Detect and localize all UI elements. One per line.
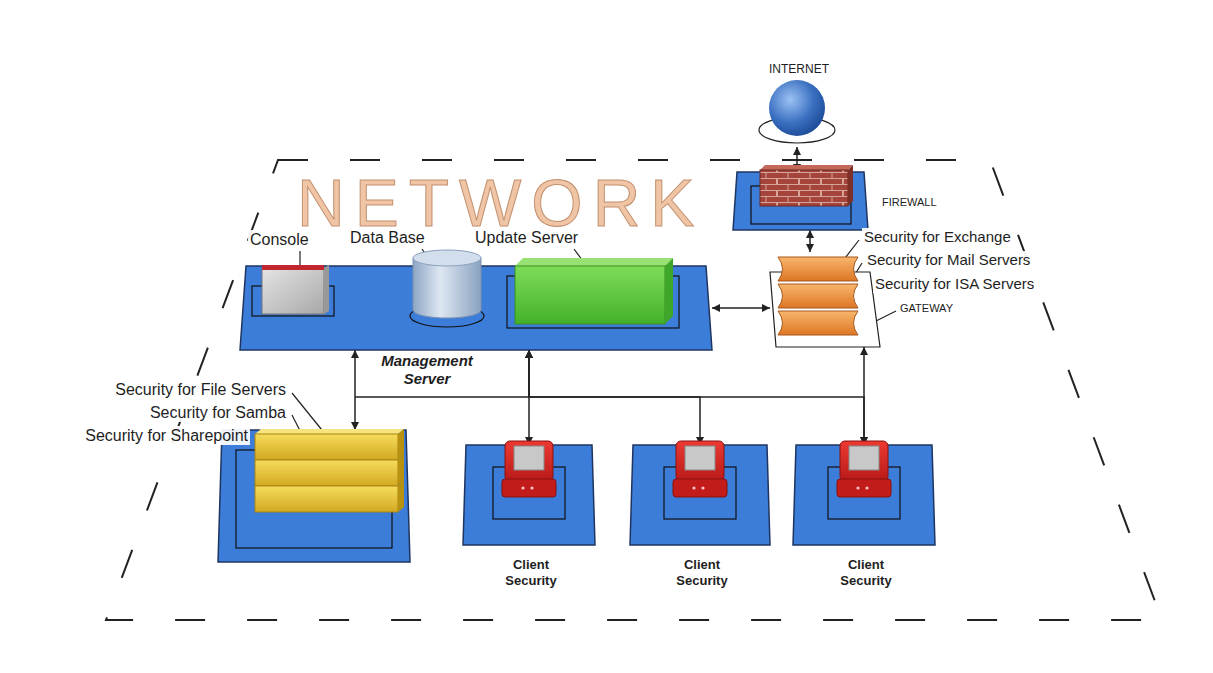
client-node: Client Security: [463, 445, 595, 545]
computer-base: [502, 479, 556, 497]
files-shape: [218, 430, 410, 562]
connector-line: [354, 350, 356, 430]
computer-body: [676, 441, 724, 481]
node-heading: GATEWAY: [898, 302, 955, 315]
leader-line: [874, 311, 896, 322]
connector-line: [809, 230, 811, 252]
node-label: Client Security: [489, 557, 573, 588]
node-label: Client Security: [660, 557, 744, 588]
database-shape: [410, 250, 484, 328]
connector-line: [712, 307, 770, 309]
blue-pad: [793, 445, 935, 545]
console-shape: [258, 262, 328, 318]
callout-label: Security for Sharepoint: [83, 426, 250, 445]
bar-side: [398, 481, 404, 512]
console-titlebar: [262, 265, 324, 270]
panel-heading: Management Server: [365, 352, 489, 388]
globe: [769, 80, 825, 136]
callout-label: Security for File Servers: [113, 380, 288, 399]
callout-label: Console: [248, 230, 311, 249]
computer-body: [840, 441, 888, 481]
bar-side: [398, 429, 404, 460]
brick-side: [848, 165, 853, 206]
management-panel: Management ServerConsoleData BaseUpdate …: [240, 266, 712, 350]
computer-screen: [685, 446, 715, 470]
gateway-slab: [778, 311, 858, 335]
database-node: Data Base: [410, 250, 484, 328]
blue-pad: [218, 430, 410, 562]
computer-led: [692, 486, 695, 489]
computer-base: [673, 479, 727, 497]
gateway-shape: [770, 252, 880, 347]
gateway-slab: [778, 284, 858, 308]
computer-led: [865, 486, 868, 489]
file-server-bar: [255, 434, 398, 460]
gateway-base: [770, 272, 880, 347]
computer-screen: [514, 446, 544, 470]
update-server-node: Update Server: [515, 258, 673, 328]
client-shape: [463, 445, 595, 545]
console-node: Console: [258, 262, 328, 318]
computer-base: [837, 479, 891, 497]
client-shape: [630, 445, 770, 545]
callout-label: Update Server: [473, 228, 580, 247]
gateway-slab: [778, 257, 858, 281]
internet-node: INTERNET: [757, 62, 837, 147]
callout-label: Security for Exchange: [862, 228, 1013, 246]
computer-led: [856, 486, 859, 489]
leader-line: [299, 251, 300, 267]
computer-led: [530, 486, 533, 489]
blue-pad: [463, 445, 595, 545]
server-box: [515, 266, 665, 324]
file-server-bar: [255, 486, 398, 512]
server-top: [515, 258, 673, 266]
firewall-node: FIREWALL: [733, 172, 868, 230]
client-shape: [793, 445, 935, 545]
server-side: [665, 258, 673, 324]
firewall-shape: [733, 172, 868, 230]
callout-label: Security for ISA Servers: [873, 275, 1036, 293]
console-side: [324, 265, 329, 314]
node-heading: FIREWALL: [880, 196, 939, 209]
computer-led: [521, 486, 524, 489]
database-top: [413, 250, 481, 266]
file-server-group: Security for File ServersSecurity for Sa…: [218, 430, 410, 562]
computer-body: [505, 441, 553, 481]
node-label: Client Security: [824, 557, 908, 588]
connector-line: [529, 350, 864, 445]
callout-label: Security for Samba: [148, 403, 288, 422]
blue-pad: [630, 445, 770, 545]
bus-wire: [355, 396, 529, 398]
gateway-node: Security for ExchangeSecurity for Mail S…: [770, 252, 880, 347]
callout-label: Security for Mail Servers: [865, 251, 1032, 269]
computer-led: [701, 486, 704, 489]
network-boundary: [106, 160, 1162, 620]
bar-side: [398, 455, 404, 486]
database-cylinder: [413, 258, 481, 318]
node-heading: INTERNET: [747, 62, 851, 76]
diagram-title: NETWORK: [297, 170, 704, 236]
client-node: Client Security: [793, 445, 935, 545]
brick-top: [760, 165, 853, 170]
computer-screen: [849, 446, 879, 470]
file-server-bar: [255, 460, 398, 486]
client-node: Client Security: [630, 445, 770, 545]
connector-line: [863, 347, 865, 445]
bar-top: [255, 429, 404, 434]
update-shape: [515, 258, 673, 328]
console-window: [262, 268, 324, 314]
brick-wall: [760, 170, 848, 206]
callout-label: Data Base: [348, 228, 427, 247]
